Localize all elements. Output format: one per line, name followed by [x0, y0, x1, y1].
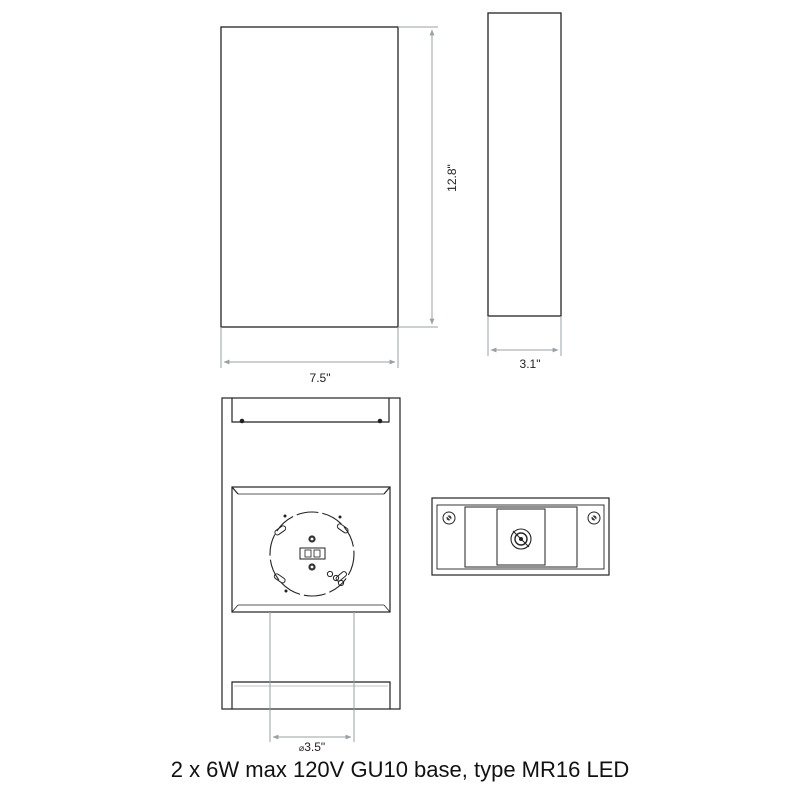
top-cap	[231, 398, 390, 423]
side-view	[487, 12, 562, 317]
front-body-outline	[220, 26, 399, 328]
height-label: 12.8"	[445, 164, 459, 192]
width-dimension	[220, 327, 399, 368]
bottom-body-outline	[431, 497, 610, 576]
top-screw-left	[239, 418, 245, 424]
diameter-symbol: ⌀	[299, 743, 305, 753]
depth-dimension	[487, 316, 562, 356]
depth-label: 3.1"	[520, 357, 541, 371]
diameter-dimension	[269, 612, 355, 742]
diameter-label: ⌀3.5"	[299, 740, 325, 754]
bottom-view	[431, 497, 610, 576]
width-label: 7.5"	[310, 371, 331, 385]
back-body-outline	[221, 397, 401, 710]
crossbar	[299, 547, 326, 560]
lamp-holder	[496, 508, 546, 566]
top-screw-right	[377, 418, 383, 424]
back-view	[221, 397, 401, 710]
specification-caption: 2 x 6W max 120V GU10 base, type MR16 LED	[170, 757, 630, 782]
diameter-value: 3.5"	[304, 740, 325, 754]
junction-box-plate	[269, 511, 355, 597]
bottom-cap	[231, 681, 391, 709]
front-view	[220, 26, 399, 328]
height-dimension	[398, 26, 438, 328]
bottom-screw-left	[442, 511, 456, 525]
mounting-window	[231, 486, 391, 613]
gu10-socket	[510, 528, 532, 550]
bottom-screw-right	[587, 511, 601, 525]
junction-box-outline	[269, 511, 355, 597]
side-body-outline	[487, 12, 562, 317]
